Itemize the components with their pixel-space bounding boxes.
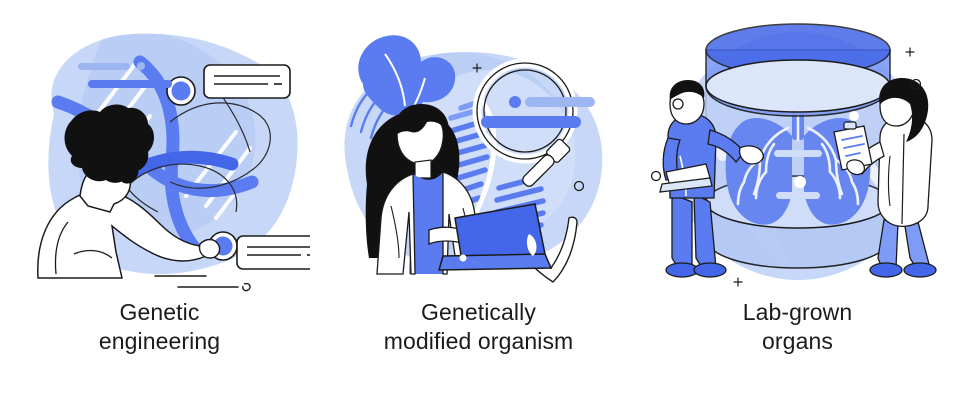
sparkle-icon <box>471 63 482 73</box>
decor-circle-right <box>910 78 921 90</box>
decor-bar-upper <box>77 63 130 70</box>
sparkle-bottom-left <box>732 277 743 287</box>
illustration-gmo <box>329 6 629 296</box>
laptop <box>437 203 552 271</box>
search-bar-long <box>480 116 581 128</box>
illustration-genetic-engineering <box>10 6 310 296</box>
info-card-top[interactable] <box>202 64 291 99</box>
info-card-bottom[interactable] <box>235 235 310 270</box>
panel-lab-grown-organs: Lab-grown organs <box>638 0 957 410</box>
decor-dot-white <box>459 254 466 262</box>
female-researcher <box>832 78 937 278</box>
illustration-lab-grown-organs <box>648 6 948 296</box>
decor-dot-white-2 <box>848 111 859 121</box>
search-dot <box>508 96 521 108</box>
decor-circle-left <box>650 170 661 182</box>
decor-dot <box>136 62 145 70</box>
woman-figure <box>365 104 480 275</box>
caption-gmo: Genetically modified organism <box>383 299 574 354</box>
male-researcher <box>658 80 764 278</box>
decor-dot-white-1 <box>793 176 806 188</box>
decor-baselines <box>153 275 239 288</box>
decor-circle-outline <box>573 180 584 192</box>
panel-genetic-engineering: Genetic engineering <box>0 0 319 410</box>
bioreactor-top <box>704 23 891 117</box>
glasses-icon <box>671 98 684 110</box>
node-marker-top <box>165 76 196 106</box>
afro-hair <box>64 104 154 184</box>
clipboard <box>832 121 873 171</box>
search-bar-short <box>524 97 595 107</box>
decor-bar-lower <box>87 80 172 88</box>
caption-lab-grown-organs: Lab-grown organs <box>742 299 853 354</box>
sparkle-top-right <box>904 47 915 57</box>
panel-genetically-modified-organism: Genetically modified organism <box>319 0 638 410</box>
magnifier-icon <box>472 58 595 187</box>
caption-genetic-engineering: Genetic engineering <box>98 299 221 354</box>
decor-curl <box>241 282 251 292</box>
